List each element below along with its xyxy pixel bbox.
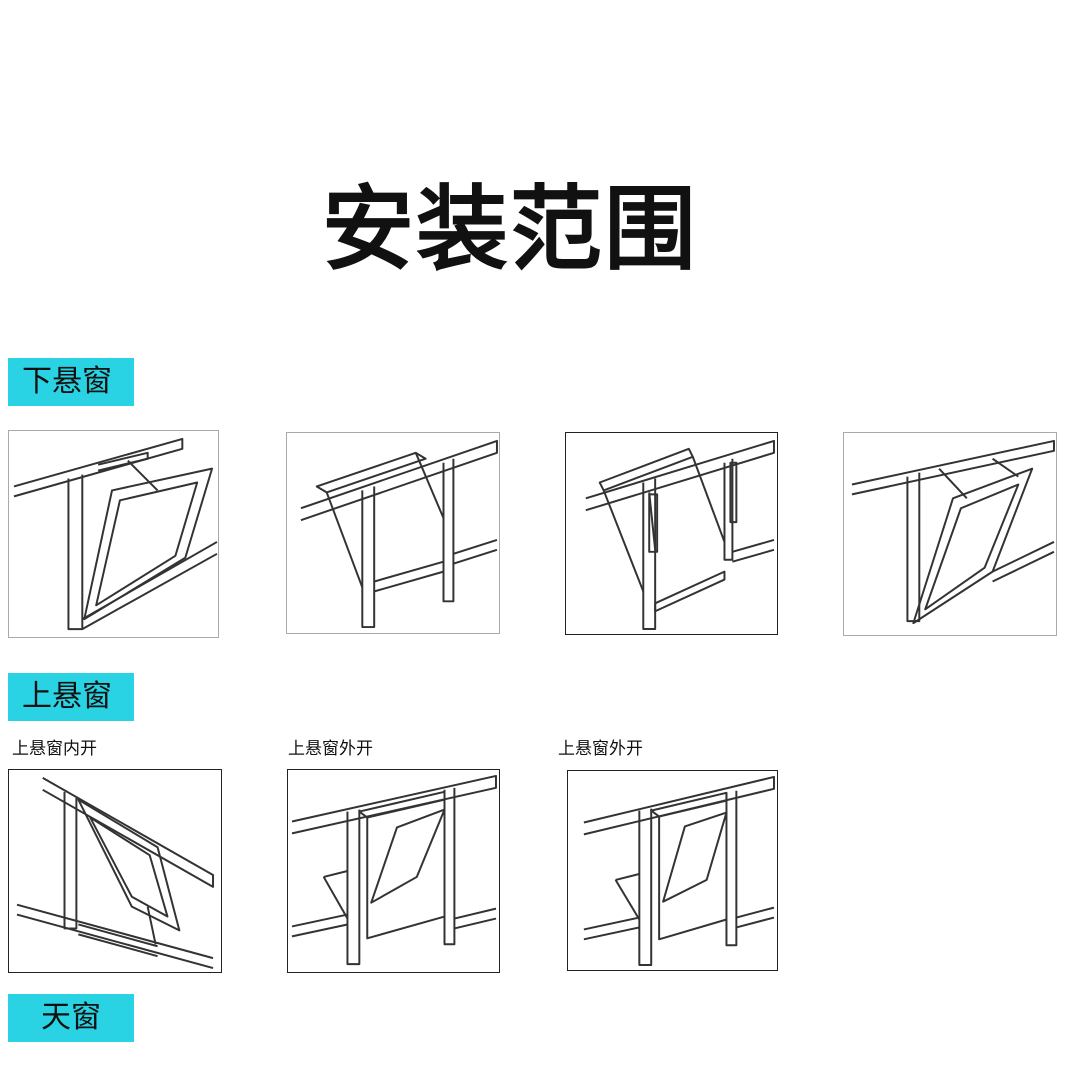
- diagram-top-hung-inward: [8, 769, 222, 973]
- caption-top-hung-outward-1: 上悬窗外开: [288, 739, 373, 759]
- section-tag-bottom-hung: 下悬窗: [8, 358, 134, 406]
- caption-top-hung-inward: 上悬窗内开: [12, 739, 97, 759]
- diagram-top-hung-outward-2: [567, 770, 778, 971]
- diagram-bottom-hung-1: [8, 430, 219, 638]
- section-tag-top-hung: 上悬窗: [8, 673, 134, 721]
- diagram-bottom-hung-2: [286, 432, 500, 634]
- diagram-bottom-hung-4: [843, 432, 1057, 636]
- page-title: 安装范围: [321, 176, 698, 283]
- section-tag-skylight: 天窗: [8, 994, 134, 1042]
- diagram-top-hung-outward-1: [287, 769, 500, 973]
- caption-top-hung-outward-2: 上悬窗外开: [558, 739, 643, 759]
- diagram-bottom-hung-3: [565, 432, 778, 635]
